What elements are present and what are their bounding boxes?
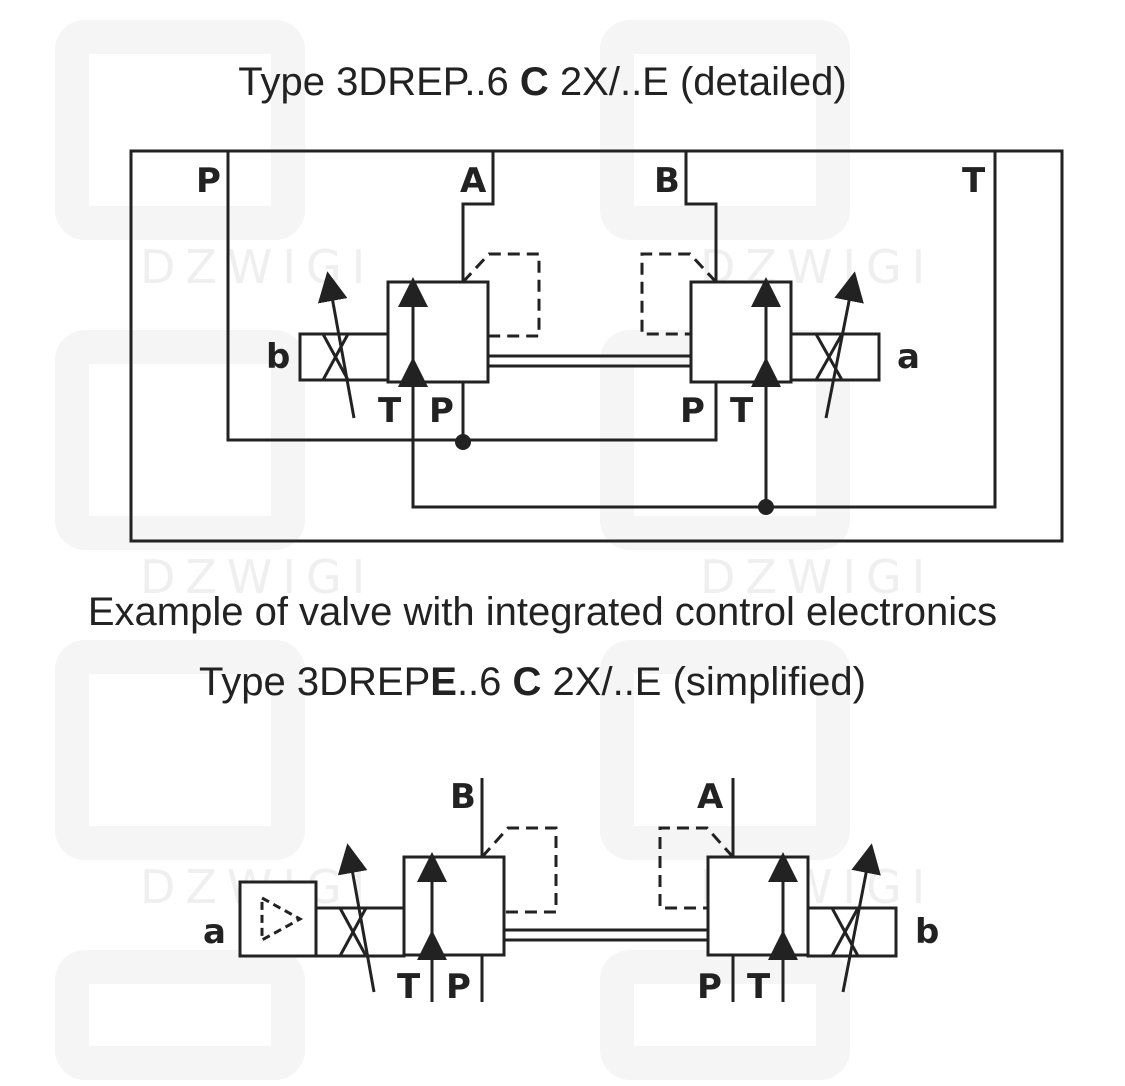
- t-line: [411, 151, 997, 509]
- simplified-symbol: B A a b T P P T: [203, 777, 939, 1007]
- left-pilot-line: [480, 826, 558, 914]
- detailed-title: Type 3DREP..6 C 2X/..E (detailed): [238, 60, 847, 104]
- right-proportional-arrow: [841, 843, 881, 993]
- left-p-label: P: [446, 967, 471, 1007]
- port-a-label: A: [460, 161, 487, 201]
- left-valve-body: [386, 280, 490, 384]
- p-line: [226, 151, 465, 442]
- amplifier-icon: [260, 895, 304, 943]
- right-proportional-arrow: [824, 271, 864, 419]
- example-caption: Example of valve with integrated control…: [87, 590, 998, 634]
- solenoid-a-label: a: [203, 912, 226, 952]
- right-p-label: P: [697, 967, 722, 1007]
- port-p-label: P: [196, 161, 221, 201]
- left-t-label: T: [397, 967, 421, 1007]
- port-t-label: T: [962, 161, 986, 201]
- a-line: [461, 151, 495, 282]
- detailed-symbol: P A B T b a T P P T: [129, 149, 1064, 543]
- left-p-label: P: [429, 391, 454, 431]
- simplified-title: Type 3DREPE..6 C 2X/..E (simplified): [199, 660, 866, 704]
- p-cross-line: [463, 381, 718, 442]
- right-p-label: P: [680, 391, 705, 431]
- watermark-frame: [600, 20, 850, 240]
- right-t-label: T: [730, 391, 754, 431]
- left-proportional-arrow: [337, 843, 376, 993]
- watermark-frame: [600, 950, 850, 1080]
- port-b-label: B: [654, 161, 680, 201]
- right-pilot-line: [640, 252, 718, 336]
- right-t-label: T: [747, 967, 771, 1007]
- junction-dot: [758, 499, 774, 515]
- left-pilot-line: [461, 252, 541, 338]
- watermark-frame: [55, 20, 305, 240]
- port-b-label: B: [450, 777, 476, 817]
- left-proportional-arrow: [317, 271, 356, 419]
- right-valve-body: [689, 280, 793, 384]
- watermark-frame: [55, 640, 305, 860]
- solenoid-b-label: b: [266, 337, 290, 377]
- solenoid-b-label: b: [915, 912, 939, 952]
- solenoid-a-label: a: [897, 337, 920, 377]
- b-line: [684, 151, 718, 282]
- watermark-text: DZWIGI: [140, 550, 376, 604]
- watermark-text: DZWIGI: [700, 550, 936, 604]
- watermark-frame: [55, 950, 305, 1080]
- junction-dot: [455, 434, 471, 450]
- outer-housing: [129, 149, 1064, 543]
- control-electronics-box: [238, 880, 318, 958]
- right-valve-body: [706, 855, 810, 957]
- watermark-frame: [600, 640, 850, 860]
- port-a-label: A: [697, 777, 724, 817]
- left-t-label: T: [378, 391, 402, 431]
- left-valve-body: [402, 855, 506, 957]
- right-pilot-line: [658, 826, 735, 910]
